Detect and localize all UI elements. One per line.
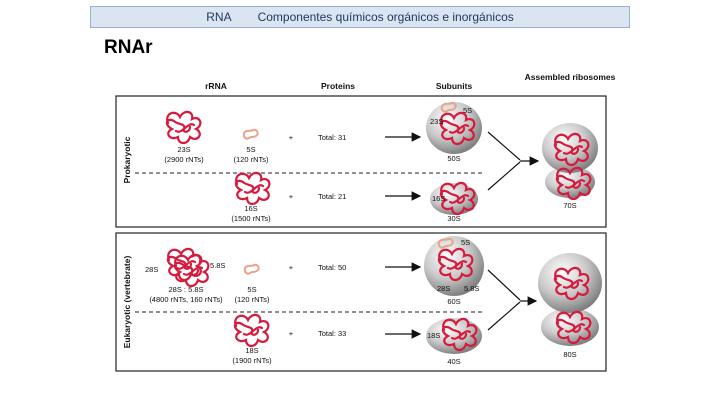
join-line (487, 161, 521, 191)
proteins-total-40s: Total: 33 (318, 329, 346, 338)
subunit-30s-label: 30S (447, 214, 460, 223)
rrna-5s-coil (242, 128, 259, 140)
ribosome-70s-label: 70S (563, 201, 576, 210)
subunit-50s-label: 50S (447, 154, 460, 163)
rrna-euk-5s-coil (243, 263, 260, 275)
eukaryotic-panel (115, 232, 607, 372)
col-subunits: Subunits (436, 81, 473, 91)
page-title: RNAr (104, 37, 153, 58)
rrna-16s-length: (1500 rNTs) (231, 214, 271, 223)
rrna-23s-name: 23S (177, 145, 190, 154)
rrna-28s-58s-length: (4800 rNTs, 160 rNTs) (149, 295, 223, 304)
subunit-60s-label: 60S (447, 297, 460, 306)
rrna-16s-coil (234, 171, 271, 206)
join-line (487, 131, 521, 161)
rrna-18s-length: (1900 rNTs) (232, 356, 272, 365)
eukaryotic-label: Eukaryotic (vertebrate) (122, 256, 132, 349)
rrna-16s-name: 16S (244, 204, 257, 213)
plus-sign: + (289, 329, 294, 338)
rrna-5s-length: (120 rNTs) (233, 155, 269, 164)
rrna-euk-5s-name: 5S (247, 285, 256, 294)
proteins-total-60s: Total: 50 (318, 263, 346, 272)
subunit-40s-label: 40S (447, 357, 460, 366)
ribosome-80s-label: 80S (563, 350, 576, 359)
subunit-50s-23s-tag: 23S (430, 117, 443, 126)
rrna-18s-coil (233, 313, 270, 348)
prokaryotic-panel (115, 95, 607, 228)
col-rrna: rRNA (205, 81, 227, 91)
col-assembled: Assembled ribosomes (525, 72, 616, 82)
header-banner: RNA Componentes químicos orgánicos e ino… (90, 6, 630, 28)
col-proteins: Proteins (321, 81, 355, 91)
rrna-euk-5s-length: (120 rNTs) (234, 295, 270, 304)
subunit-60s-58s-tag: 5.8S (464, 284, 479, 293)
join-line (487, 269, 521, 301)
rrna-23s-coil (165, 110, 202, 145)
proteins-total-50s: Total: 31 (318, 133, 346, 142)
ribosome-80s-large (538, 253, 602, 313)
rrna-28s-58s-name: 28S : 5.8S (168, 285, 203, 294)
rrna-18s-name: 18S (245, 346, 258, 355)
rrna-23s-length: (2900 rNTs) (164, 155, 204, 164)
subunit-60s-28s-tag: 28S (437, 284, 450, 293)
subunit-50s-sphere (426, 102, 482, 154)
ribosome-80s-small (541, 308, 599, 346)
proteins-total-30s: Total: 21 (318, 192, 346, 201)
header-subtitle: Componentes químicos orgánicos e inorgán… (257, 10, 514, 24)
header-topic: RNA (206, 10, 232, 24)
subunit-30s-16s-tag: 16S (432, 194, 445, 203)
rrna-5s-name: 5S (246, 145, 255, 154)
subunit-40s-18s-tag: 18S (427, 331, 440, 340)
prokaryotic-label: Prokaryotic (122, 136, 132, 183)
join-line (487, 301, 521, 331)
rrna-58s-tag: 5.8S (210, 261, 225, 270)
plus-sign: + (289, 263, 294, 272)
subunit-50s-5s-tag: 5S (463, 106, 472, 115)
rrna-28s-tag: 28S (145, 265, 158, 274)
plus-sign: + (289, 192, 294, 201)
subunit-60s-5s-tag: 5S (461, 238, 470, 247)
plus-sign: + (289, 133, 294, 142)
